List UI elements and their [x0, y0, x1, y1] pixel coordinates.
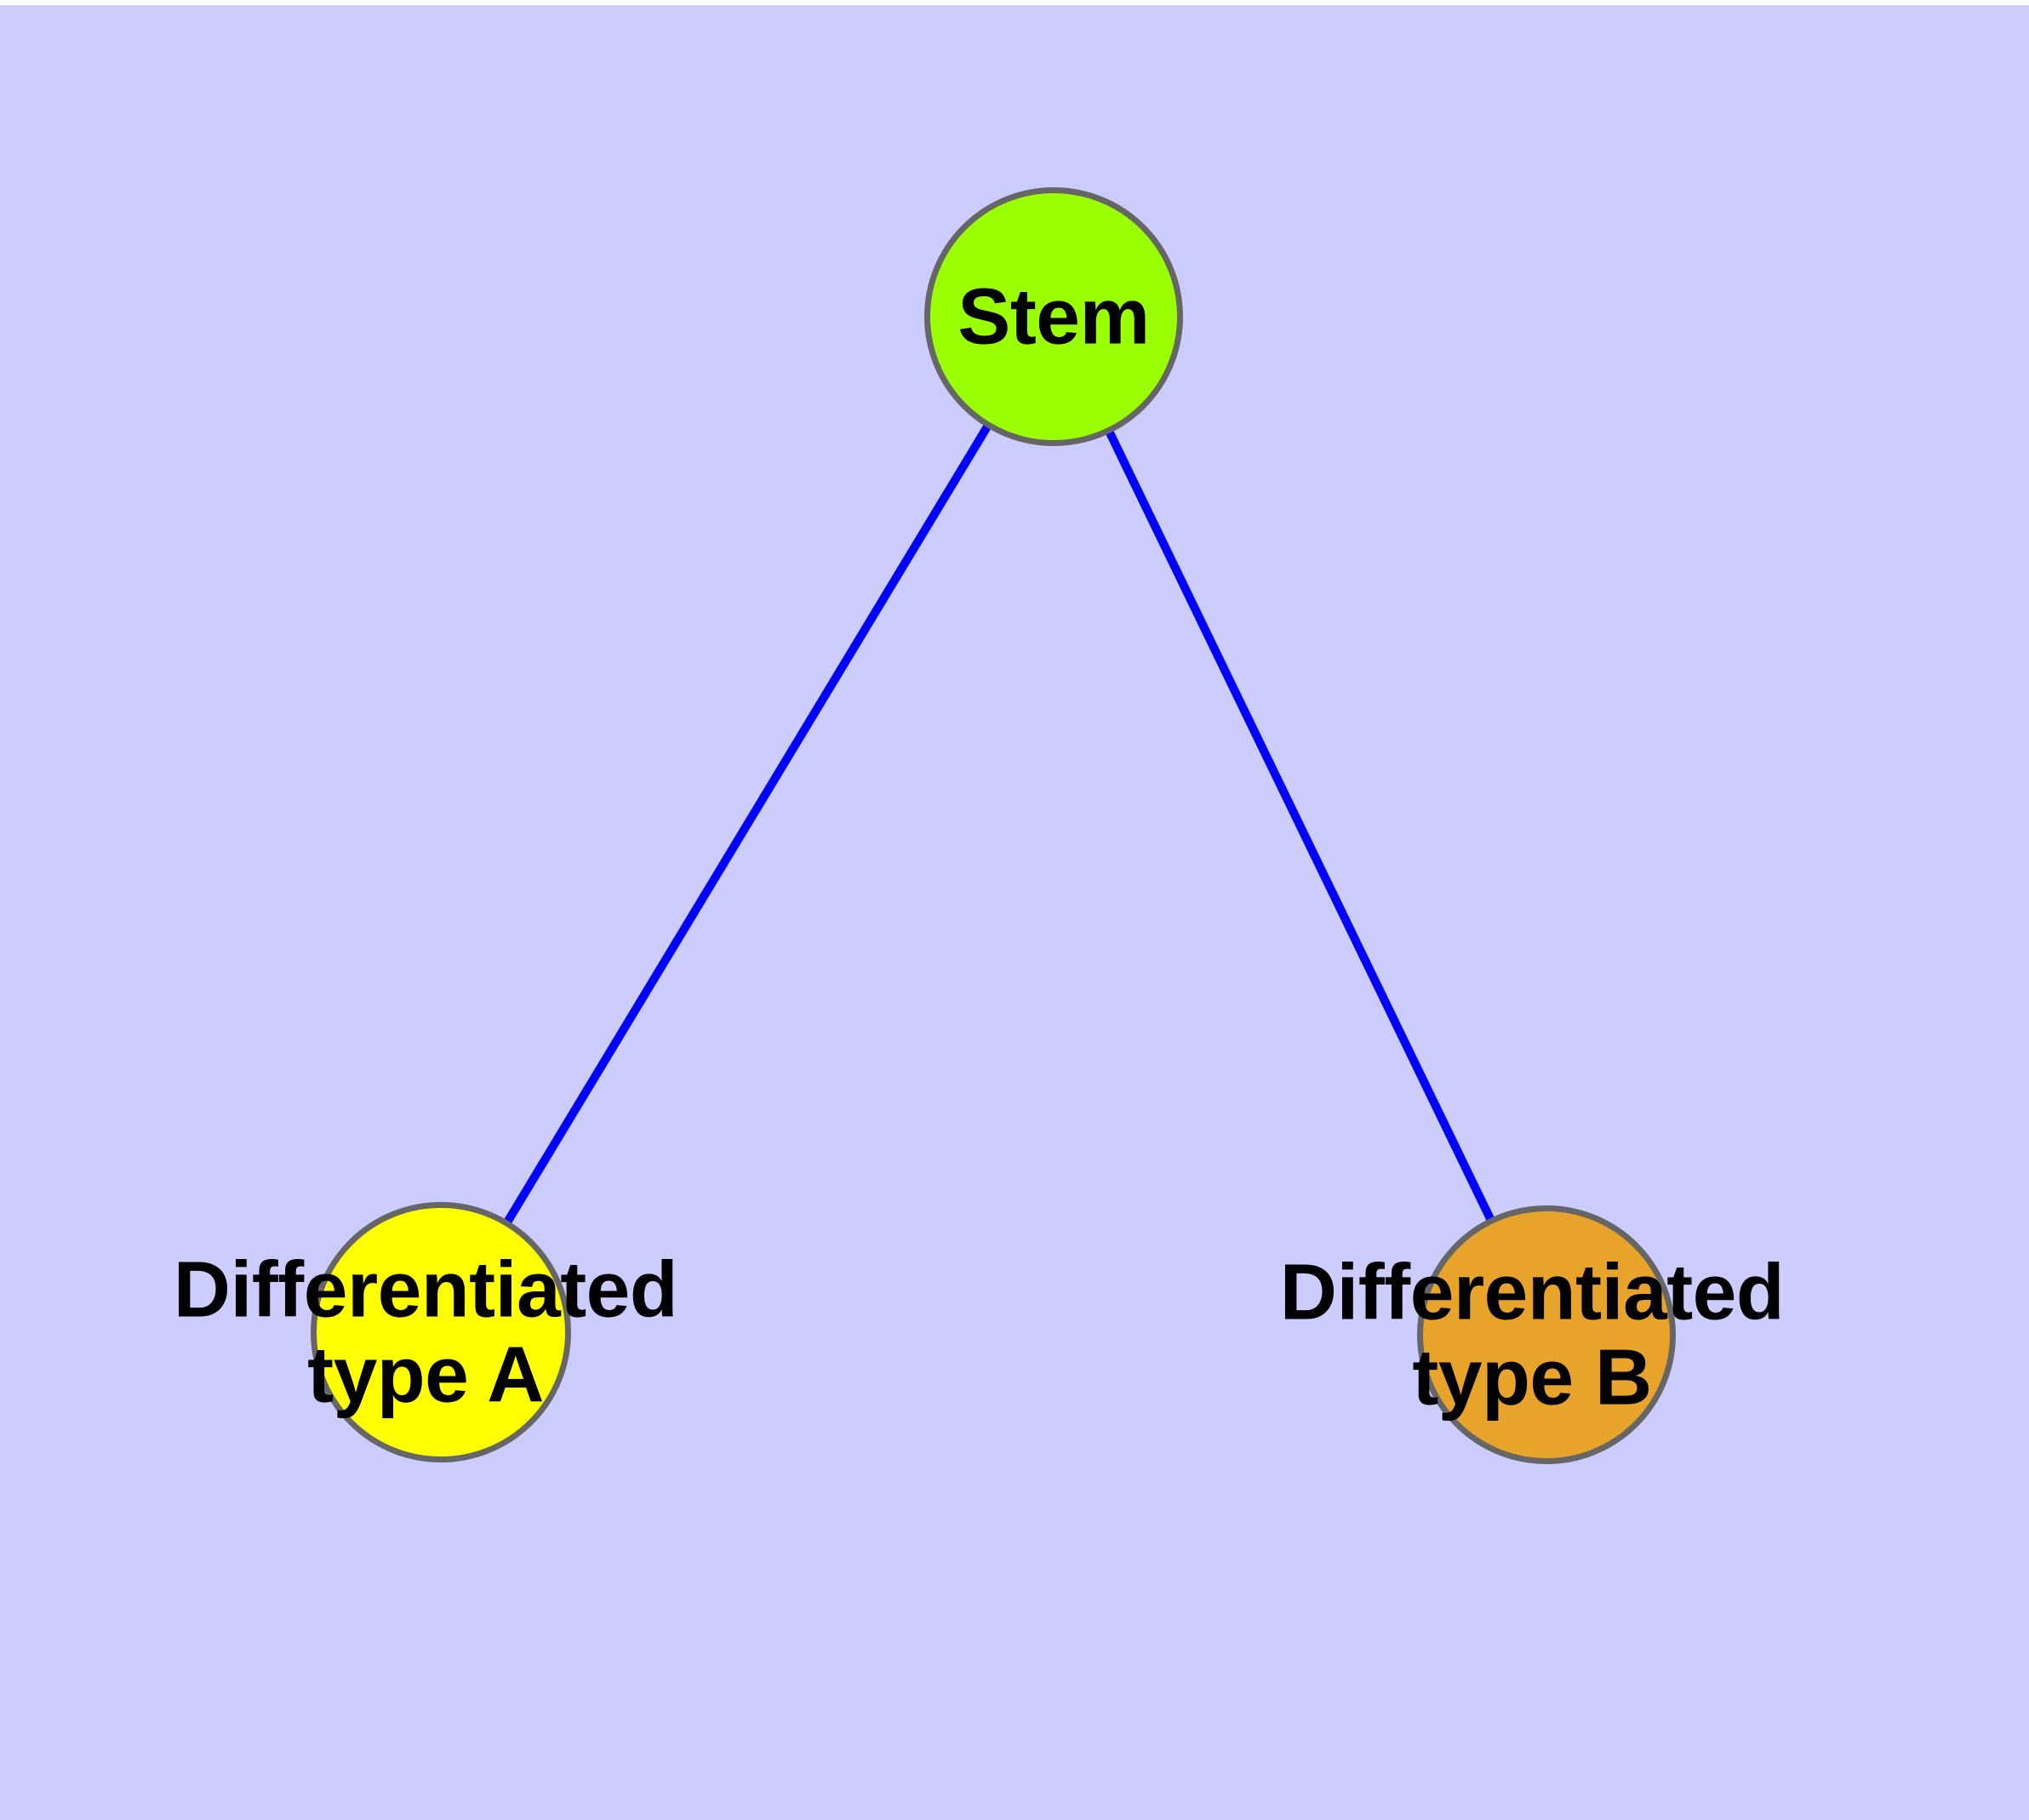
- node-stem[interactable]: [924, 187, 1183, 446]
- edge-layer: [437, 314, 1551, 1337]
- node-differentiated-type-a[interactable]: [311, 1202, 571, 1462]
- edge-stem-to-diff-b[interactable]: [1049, 314, 1551, 1337]
- node-layer: [311, 187, 1676, 1464]
- edge-stem-to-diff-a[interactable]: [437, 314, 1058, 1335]
- node-differentiated-type-b[interactable]: [1417, 1205, 1676, 1464]
